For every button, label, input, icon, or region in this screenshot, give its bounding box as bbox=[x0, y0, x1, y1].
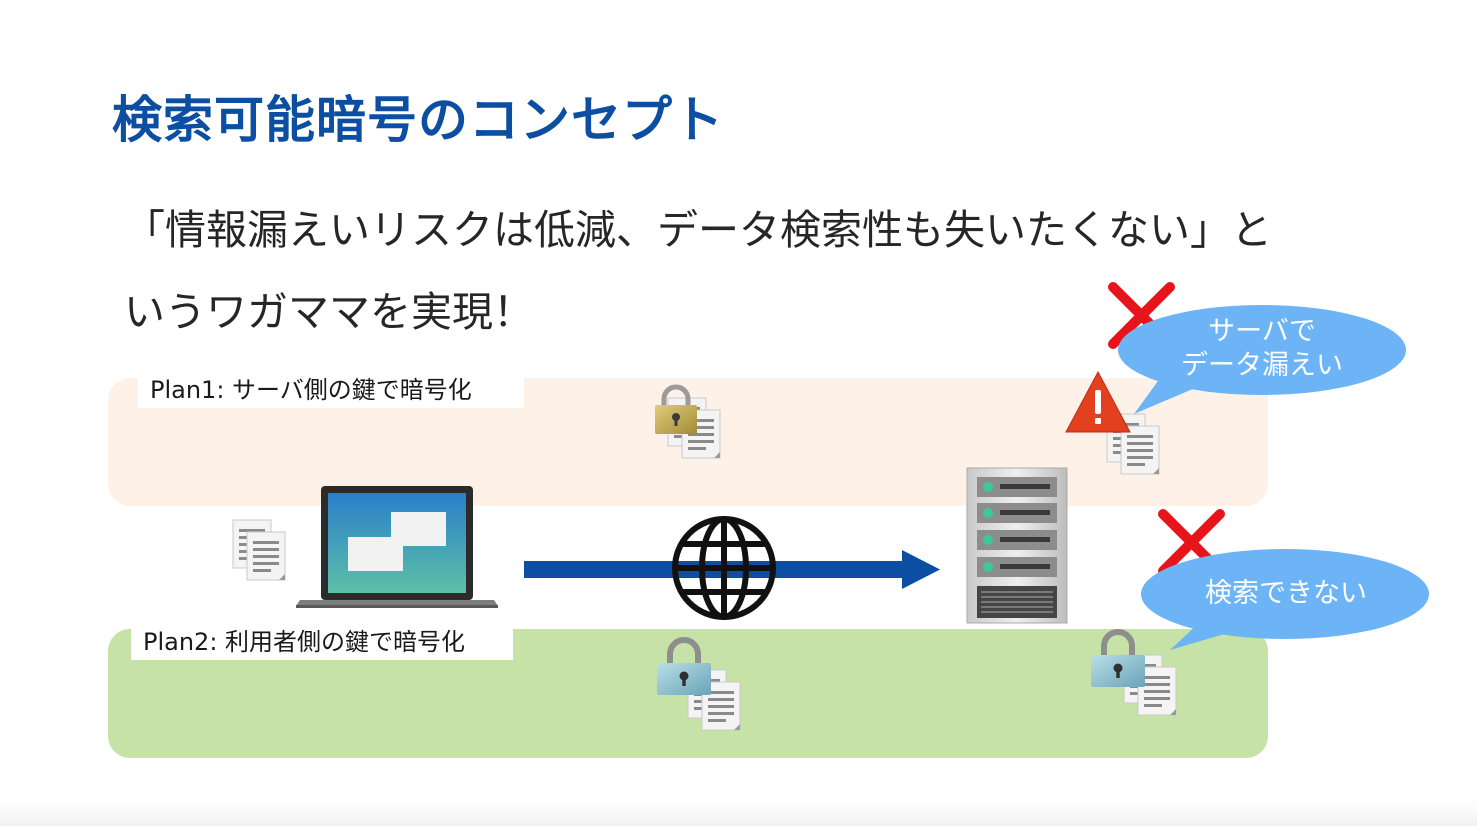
slide-bottom-shade bbox=[0, 800, 1477, 826]
body-text-line-1: 「情報漏えいリスクは低減、データ検索性も失いたくない」と bbox=[124, 206, 1272, 254]
globe-icon bbox=[672, 516, 776, 620]
warning-icon bbox=[1065, 370, 1131, 433]
speech-bubble-top bbox=[1118, 305, 1406, 414]
bubble-top-text-line-2: データ漏えい bbox=[1181, 350, 1343, 381]
plan2-padlock-icon bbox=[657, 637, 711, 695]
plan1-padlock-icon bbox=[655, 384, 697, 434]
plan2-server-padlock-icon bbox=[1091, 629, 1145, 687]
slide-title: 検索可能暗号のコンセプト bbox=[112, 91, 724, 149]
server-icon bbox=[966, 467, 1068, 624]
laptop-icon bbox=[296, 486, 498, 608]
bubble-top-text-line-1: サーバで bbox=[1208, 316, 1316, 347]
plan2-label: Plan2: 利用者側の鍵で暗号化 bbox=[131, 616, 513, 660]
client-document-icon bbox=[233, 520, 285, 580]
bubble-bottom-text: 検索できない bbox=[1205, 578, 1367, 609]
speech-bubble-bottom bbox=[1141, 549, 1429, 650]
body-text-line-2: いうワガママを実現！ bbox=[124, 288, 534, 336]
plan1-label: Plan1: サーバ側の鍵で暗号化 bbox=[138, 364, 524, 408]
